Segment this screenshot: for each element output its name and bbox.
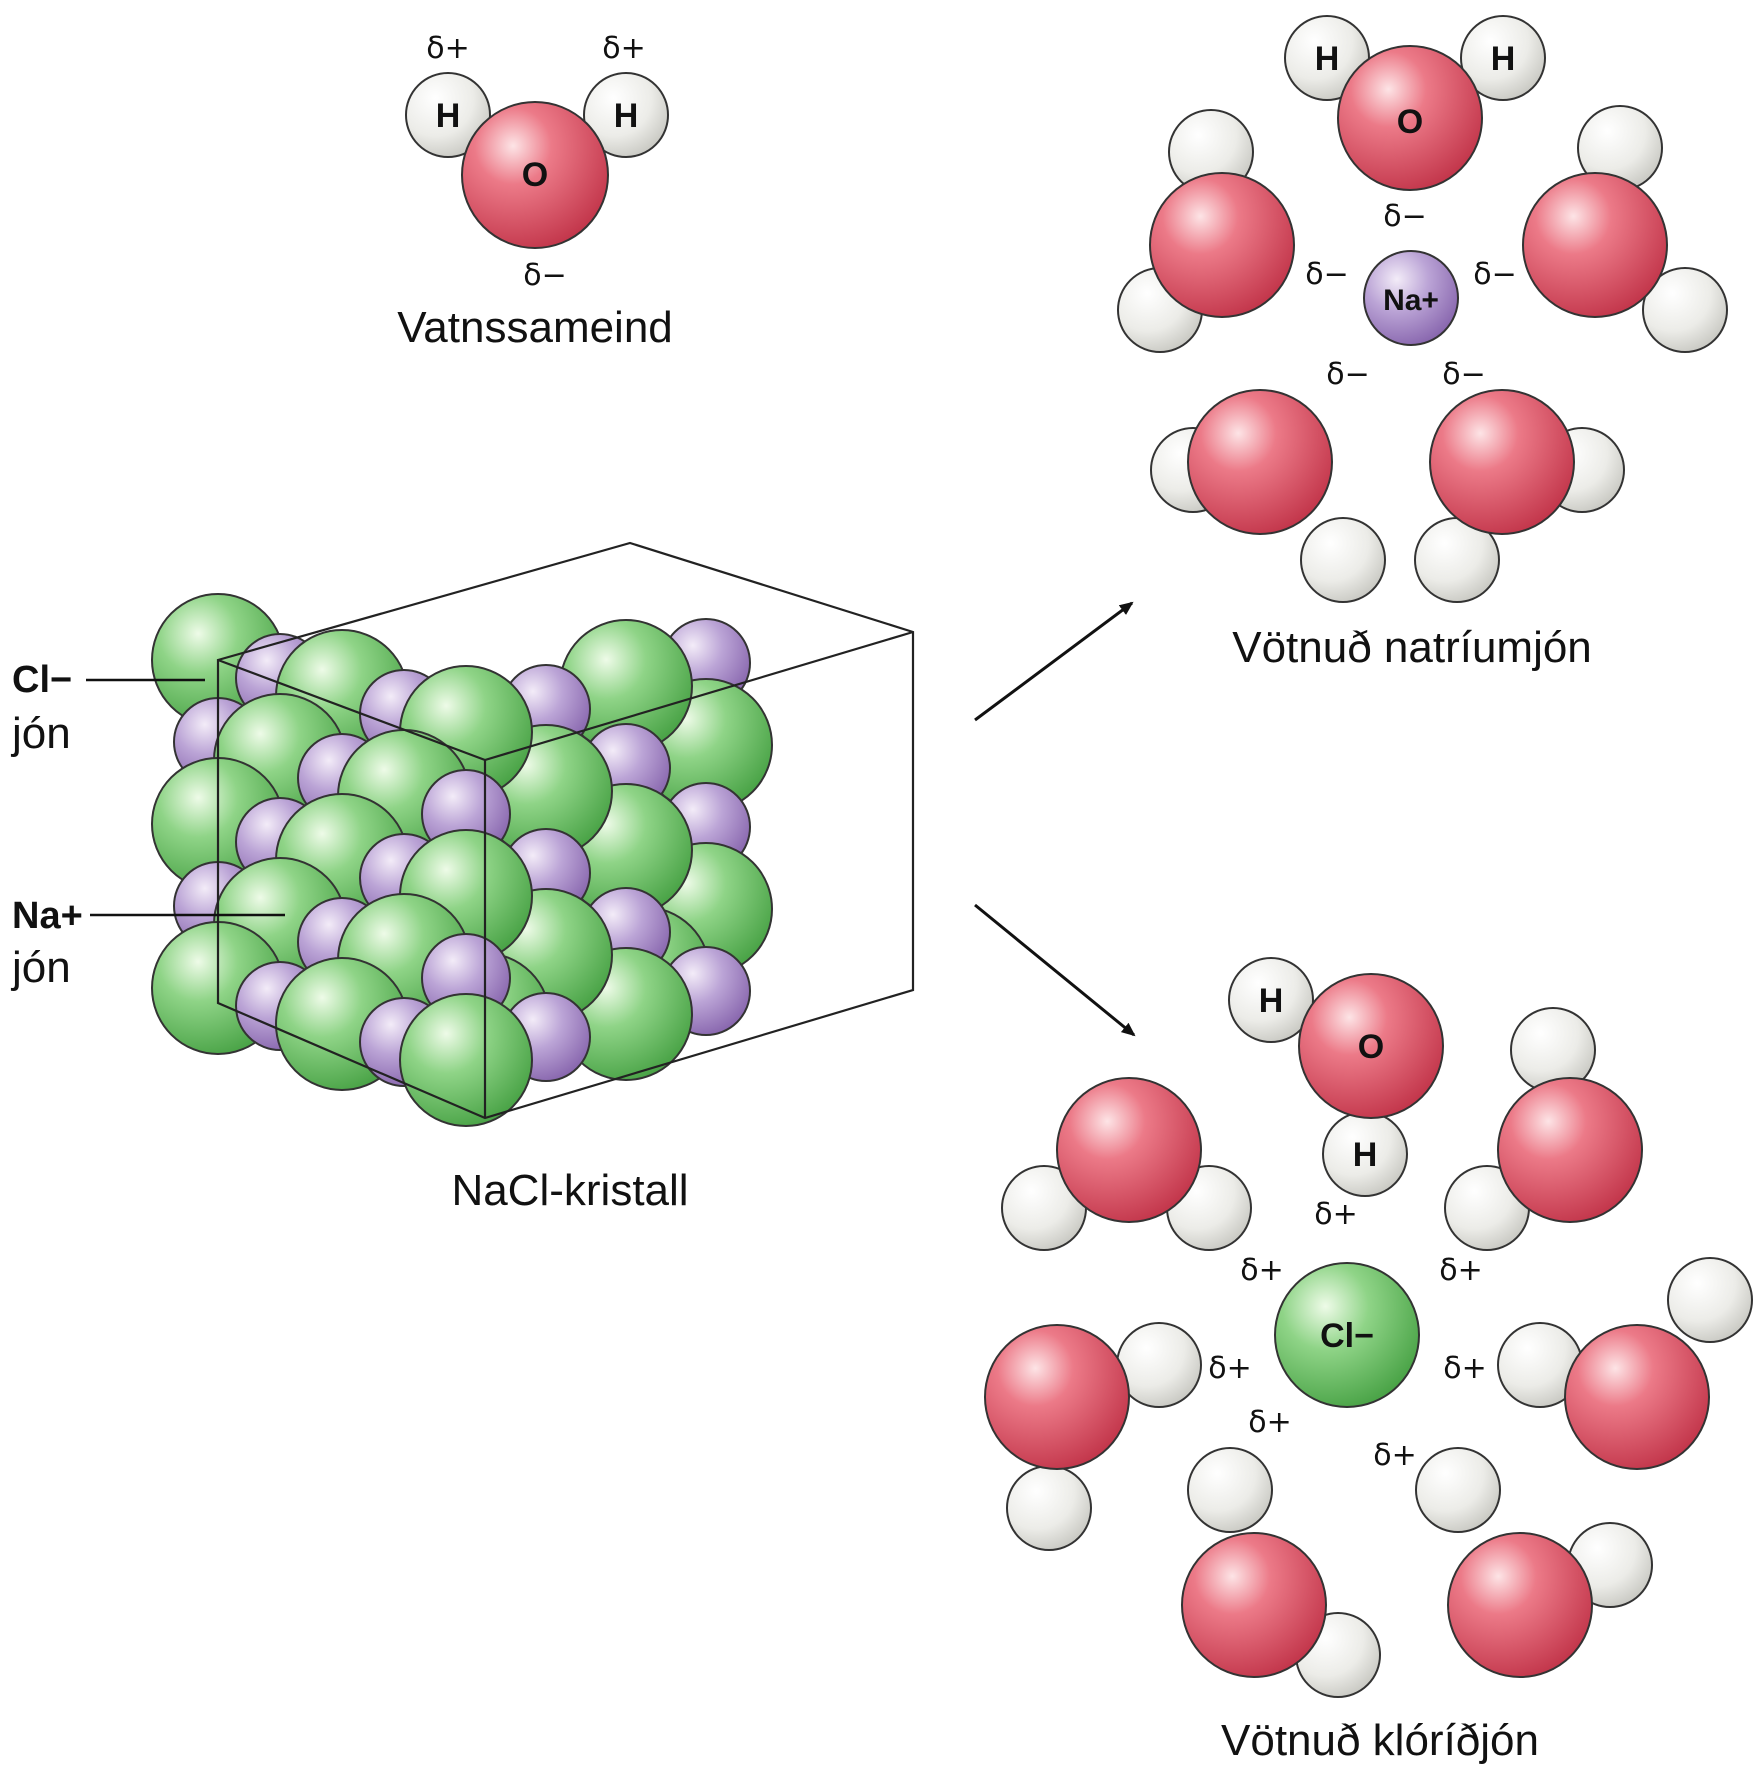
sodium-ion-label: Na+ (1383, 284, 1439, 317)
partial-positive-label: δ+ (1208, 1351, 1252, 1386)
oxygen-atom (1187, 389, 1333, 535)
partial-positive-label: δ+ (1240, 1253, 1284, 1288)
partial-negative-label: δ− (1305, 257, 1349, 292)
oxygen-atom (1564, 1324, 1710, 1470)
na-ion-word: jón (10, 943, 71, 992)
hydrated-sodium-ion (1117, 15, 1728, 603)
hydrogen-atom (1642, 267, 1728, 353)
oxygen-label: O (1397, 103, 1423, 141)
partial-negative-label: δ− (1383, 199, 1427, 234)
hydrogen-atom (1460, 15, 1546, 101)
na-ion-symbol: Na+ (12, 895, 83, 937)
chloride-ion-label: Cl− (1320, 1317, 1374, 1355)
hydrated-chloride-labels: Cl− H H O δ+ δ+ δ+ δ+ δ+ δ+ δ+ (1208, 982, 1487, 1473)
chloride-ion (399, 993, 533, 1127)
oxygen-atom (1429, 389, 1575, 535)
partial-negative-label: δ− (1473, 257, 1517, 292)
oxygen-atom (1337, 45, 1483, 191)
water-molecule: H H O δ+ δ+ δ− Vatnssameind (397, 31, 673, 352)
hydrogen-atom (1228, 957, 1314, 1043)
hydrated-chloride-ion (984, 957, 1753, 1698)
crystal-outline (216, 541, 915, 1120)
oxygen-atom (1056, 1077, 1202, 1223)
hydrogen-label: H (1353, 1136, 1378, 1174)
hydrogen-atom (1300, 517, 1386, 603)
oxygen-atom (461, 101, 609, 249)
partial-positive-label: δ+ (1248, 1405, 1292, 1440)
hydrogen-atom (1006, 1465, 1092, 1551)
partial-positive-label: δ+ (1373, 1438, 1417, 1473)
hydrogen-label: H (1491, 40, 1516, 78)
oxygen-atom (1298, 973, 1444, 1119)
water-caption: Vatnssameind (397, 303, 673, 352)
partial-positive-label: δ+ (1443, 1351, 1487, 1386)
cl-ion-symbol: Cl− (12, 659, 72, 701)
hydrogen-atom (583, 72, 669, 158)
partial-positive-label: δ+ (602, 31, 646, 66)
na-ion-label: Na+ jón (10, 895, 285, 992)
oxygen-label: O (1358, 1028, 1384, 1066)
sodium-ion (1363, 250, 1459, 346)
oxygen-label: O (522, 156, 548, 194)
hydrogen-atom (1667, 1257, 1753, 1343)
oxygen-atom (1149, 172, 1295, 318)
arrow-to-hydrated-sodium (974, 601, 1134, 722)
oxygen-atom (1181, 1532, 1327, 1678)
partial-negative-label: δ− (523, 258, 567, 293)
arrow-to-hydrated-chloride (974, 903, 1136, 1037)
hydrated-chloride-caption: Vötnuð klóríðjón (1221, 1716, 1539, 1765)
partial-negative-label: δ− (1326, 357, 1370, 392)
oxygen-atom (1522, 172, 1668, 318)
hydrogen-label: H (614, 97, 639, 135)
oxygen-atom (1497, 1077, 1643, 1223)
partial-negative-label: δ− (1442, 357, 1486, 392)
oxygen-atom (1447, 1532, 1593, 1678)
hydrogen-atom (405, 72, 491, 158)
hydrogen-atom (1415, 1447, 1501, 1533)
oxygen-atom (984, 1324, 1130, 1470)
hydrated-sodium-labels: Na+ H H O δ− δ− δ− δ− δ− (1305, 40, 1517, 392)
hydrogen-label: H (436, 97, 461, 135)
partial-positive-label: δ+ (1439, 1253, 1483, 1288)
chloride-ion (1274, 1262, 1420, 1408)
cl-ion-label: Cl− jón (10, 659, 205, 758)
partial-positive-label: δ+ (1314, 1197, 1358, 1232)
hydrogen-atom (1187, 1447, 1273, 1533)
cl-ion-word: jón (10, 709, 71, 758)
hydrogen-label: H (1259, 982, 1284, 1020)
crystal-caption: NaCl-kristall (451, 1166, 688, 1215)
hydrated-sodium-caption: Vötnuð natríumjón (1232, 623, 1592, 672)
hydrogen-label: H (1315, 40, 1340, 78)
nacl-crystal (151, 593, 773, 1127)
partial-positive-label: δ+ (426, 31, 470, 66)
